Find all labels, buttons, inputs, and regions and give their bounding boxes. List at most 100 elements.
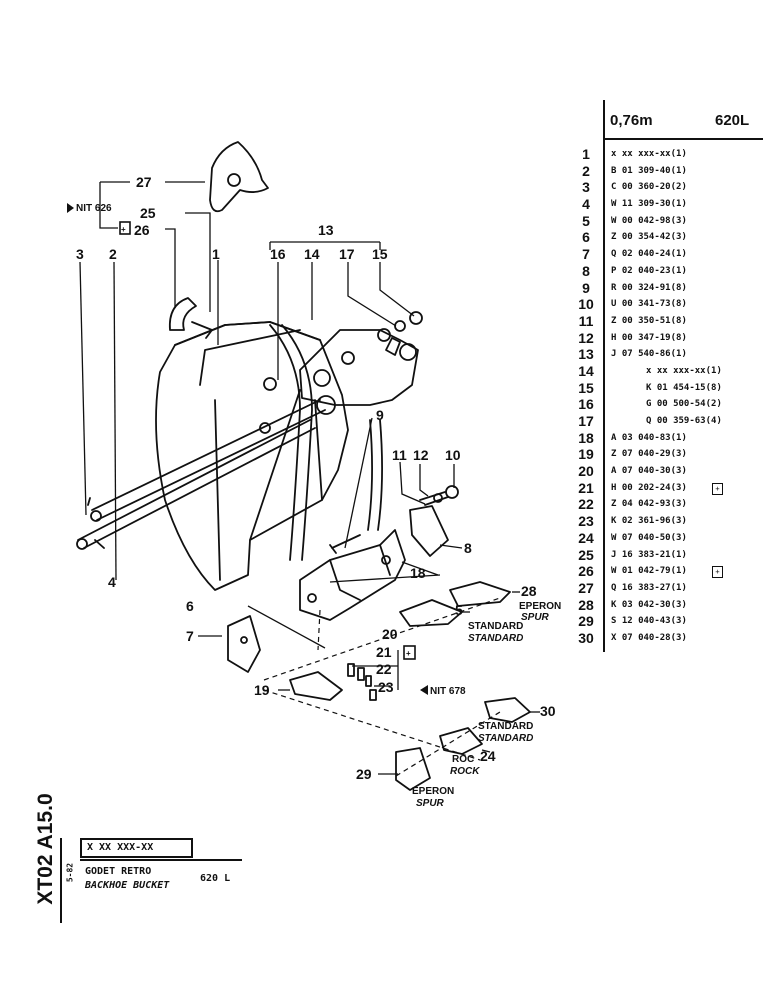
bucket-shell [155, 321, 349, 591]
part-number: 10 [578, 296, 594, 313]
table-row: 8 P 02 040-23(1) [573, 262, 763, 281]
callout-12: 12 [413, 447, 429, 463]
title-block-edge [60, 838, 62, 923]
part-reference: W 07 040-50(3) [611, 532, 687, 543]
table-row: 13 J 07 540-86(1) [573, 346, 763, 364]
callout-29: 29 [356, 766, 372, 782]
callout-23: 23 [378, 679, 394, 695]
table-row: 2 B 01 309-40(1) [573, 162, 763, 181]
part-reference: Z 07 040-29(3) [611, 449, 687, 460]
part-number: 27 [578, 579, 594, 596]
part-number: 9 [582, 279, 590, 296]
table-divider-horizontal [603, 138, 763, 140]
part-reference: J 07 540-86(1) [611, 349, 687, 360]
tooth-24 [439, 727, 483, 755]
part-reference: W 11 309-30(1) [611, 199, 687, 210]
part-number: 12 [578, 329, 594, 346]
part-number: 25 [578, 546, 594, 563]
part-reference: K 02 361-96(3) [611, 516, 687, 527]
machine-model: 620L [715, 112, 750, 129]
callout-4: 4 [108, 574, 116, 590]
part-reference: R 00 324-91(8) [611, 282, 687, 293]
part-reference: B 01 309-40(1) [611, 165, 687, 176]
part-reference: Z 00 354-42(3) [611, 232, 687, 243]
table-divider-vertical [603, 100, 605, 652]
part-reference: P 02 040-23(1) [611, 265, 687, 276]
label-standard-30: STANDARD [478, 721, 533, 732]
part-number: 1 [582, 146, 590, 162]
part-number: 7 [582, 246, 590, 263]
title-english: BACKHOE BUCKET [85, 880, 170, 891]
part-number: 2 [582, 162, 590, 179]
adapter-18 [299, 529, 406, 621]
note-flag-icon: + [712, 482, 723, 495]
part-reference: A 03 040-83(1) [611, 432, 687, 443]
callout-2: 2 [109, 246, 117, 262]
callout-25: 25 [140, 205, 156, 221]
label-standard-en-30: STANDARD [478, 733, 533, 744]
svg-text:+: + [121, 225, 126, 234]
title-separator [80, 859, 242, 861]
part-reference: Q 00 359-63(4) [646, 416, 722, 426]
callout-11: 11 [392, 447, 407, 463]
part-reference: H 00 202-24(3) [611, 482, 687, 493]
callout-7: 7 [186, 628, 194, 644]
part-number: 11 [578, 312, 594, 329]
table-row: 19 Z 07 040-29(3) [573, 446, 763, 464]
callout-21: 21 [376, 644, 392, 660]
part-number: 3 [582, 179, 590, 196]
svg-text:+: + [406, 649, 411, 658]
callout-10: 10 [445, 447, 461, 463]
part-reference: G 00 500-54(2) [646, 399, 722, 410]
part-reference: W 01 042-79(1) [611, 566, 687, 577]
title-ref-number: X XX XXX-XX [80, 838, 193, 858]
label-standard-5: STANDARD [468, 621, 523, 632]
callout-22: 22 [376, 661, 392, 677]
part-number: 20 [578, 463, 594, 480]
part-number: 8 [582, 262, 590, 279]
callout-3: 3 [76, 246, 84, 262]
document-date: 5-82 [62, 858, 78, 888]
callout-13: 13 [318, 222, 334, 238]
part-reference: K 03 042-30(3) [611, 599, 687, 610]
part-number: 5 [582, 212, 590, 229]
part-number: 15 [578, 379, 594, 396]
part-reference: Q 16 383-27(1) [611, 582, 687, 593]
part-reference: C 00 360-20(2) [611, 182, 687, 193]
title-french: GODET RETRO [85, 866, 152, 877]
document-date-text: 5-82 [65, 862, 75, 883]
part-reference: J 16 383-21(1) [611, 549, 687, 560]
callout-27: 27 [136, 174, 152, 190]
callout-16: 16 [270, 246, 286, 262]
part-number: 23 [578, 513, 594, 530]
side-cutter-7 [227, 615, 261, 673]
part-reference: W 00 042-98(3) [611, 215, 687, 226]
callout-14: 14 [304, 246, 320, 262]
bucket-side-plate [214, 389, 323, 581]
part-number: 19 [578, 446, 594, 463]
bracket-assembly [299, 329, 419, 406]
table-row: 3 C 00 360-20(2) [573, 179, 763, 197]
table-row: 9 R 00 324-91(8) [573, 279, 763, 298]
label-roc: ROC [452, 754, 474, 765]
part-reference: x xx xxx-xx(1) [646, 365, 722, 376]
part-number: 17 [578, 413, 594, 429]
table-row: 27 Q 16 383-27(1) [573, 579, 763, 598]
part-reference: U 00 341-73(8) [611, 299, 687, 310]
label-rock: ROCK [450, 766, 480, 777]
table-row: 10 U 00 341-73(8) [573, 296, 763, 314]
note-flag-icon: + [712, 566, 723, 579]
part-reference: S 12 040-43(3) [611, 616, 687, 627]
part-number: 6 [582, 229, 590, 246]
label-eperon-28: EPERON [519, 601, 561, 612]
part-number: 13 [578, 346, 594, 363]
